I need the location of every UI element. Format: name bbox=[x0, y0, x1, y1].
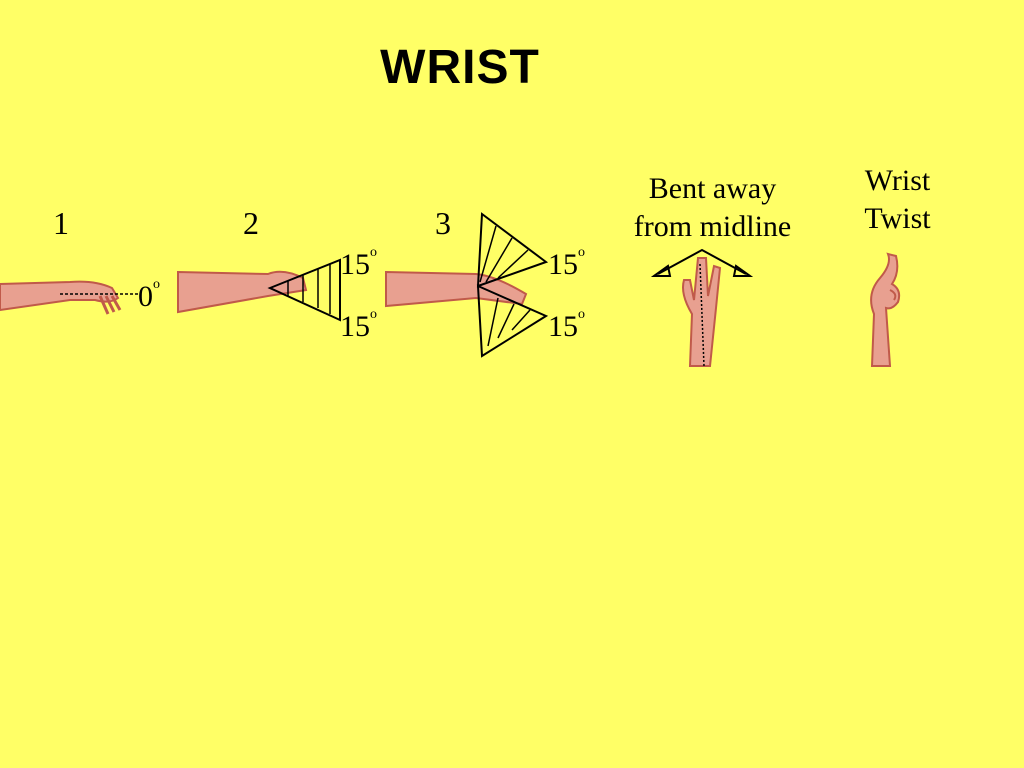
angle-0-label: 0o bbox=[138, 277, 160, 313]
slide-title: WRIST bbox=[380, 41, 540, 94]
bent-caption: Bent away from midline bbox=[630, 170, 795, 246]
hand-bent-figure bbox=[650, 248, 754, 367]
angle-upper-label: 15o bbox=[340, 245, 377, 281]
twist-caption-line1: Wrist bbox=[864, 164, 931, 197]
position-1-label: 1 bbox=[53, 205, 69, 241]
position-2-label: 2 bbox=[243, 205, 259, 241]
twist-caption-line2: Twist bbox=[864, 202, 931, 235]
hand-twist-figure bbox=[870, 252, 901, 367]
arm-flexion-figure bbox=[177, 258, 341, 322]
bent-caption-line2: from midline bbox=[633, 210, 792, 243]
deviation-upper-label: 15o bbox=[548, 245, 585, 281]
position-3-label: 3 bbox=[435, 205, 451, 241]
deviation-lower-label: 15o bbox=[548, 307, 585, 343]
twist-caption: Wrist Twist bbox=[855, 162, 940, 238]
angle-lower-label: 15o bbox=[340, 307, 377, 343]
bent-caption-line1: Bent away bbox=[648, 172, 777, 205]
arm-deviation-figure bbox=[385, 212, 549, 358]
arm-neutral-figure bbox=[0, 280, 138, 315]
